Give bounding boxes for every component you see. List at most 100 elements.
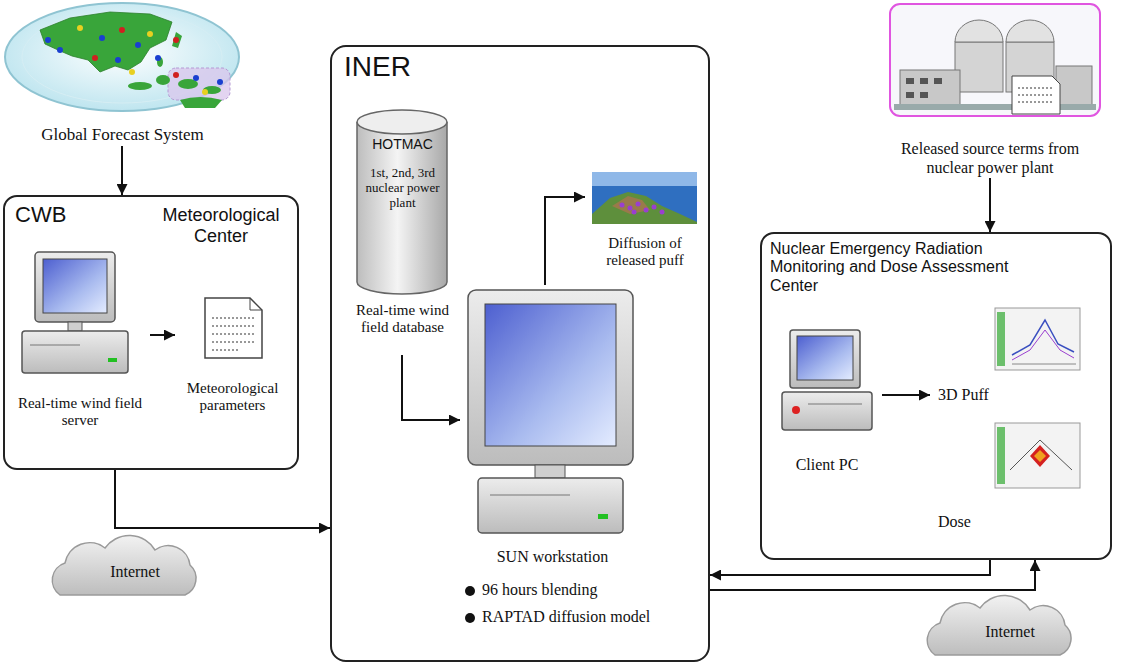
puff-chart: 3D Puff bbox=[930, 305, 1100, 405]
globe-map bbox=[180, 97, 222, 108]
server-computer: Real-time wind field server bbox=[10, 245, 150, 430]
flow-arrow bbox=[989, 178, 991, 232]
bullet-dot bbox=[465, 586, 475, 596]
power-plant-picture bbox=[906, 78, 914, 84]
power-plant-picture bbox=[1056, 66, 1092, 106]
client-computer-icon bbox=[797, 336, 853, 380]
database-cylinder-text: 1st, 2nd, 3rd nuclear power plant bbox=[357, 166, 448, 211]
station-dot bbox=[92, 55, 98, 61]
client-computer-icon bbox=[790, 330, 860, 388]
station-dot bbox=[57, 47, 63, 53]
flow-arrow bbox=[150, 334, 175, 336]
diffusion-picture bbox=[632, 210, 637, 215]
diffusion-picture bbox=[592, 172, 697, 224]
server-computer-text: Real-time wind field server bbox=[14, 395, 146, 430]
flow-arrow bbox=[121, 146, 123, 195]
workstation-icon bbox=[485, 304, 616, 446]
puff-chart-picture bbox=[995, 308, 1080, 370]
power-plant-picture bbox=[920, 92, 928, 98]
station-dot bbox=[115, 57, 121, 63]
database-cylinder-text: HOTMAC bbox=[345, 136, 460, 152]
internet-cloud: Internet bbox=[40, 540, 230, 605]
database-cylinder-text: Real-time wind field database bbox=[345, 302, 460, 337]
flow-arrow bbox=[402, 355, 460, 420]
power-plant-picture bbox=[1018, 88, 1054, 89]
client-computer-icon bbox=[792, 406, 800, 414]
power-plant-picture bbox=[1018, 102, 1054, 103]
station-dot bbox=[173, 37, 179, 43]
document-icon bbox=[212, 326, 254, 327]
workstation-computer: SUN workstation bbox=[460, 285, 645, 567]
flow-arrow bbox=[882, 394, 930, 396]
server-computer-icon bbox=[68, 322, 82, 331]
forecast-globe: Global Forecast System bbox=[0, 0, 245, 146]
power-plant-picture bbox=[894, 104, 1096, 110]
globe-map bbox=[128, 82, 152, 90]
server-computer-icon bbox=[30, 345, 80, 346]
power-plant-picture bbox=[1006, 20, 1054, 42]
forecast-globe-text: Global Forecast System bbox=[41, 125, 203, 145]
server-computer-icon bbox=[35, 252, 115, 322]
power-plant-picture bbox=[1018, 88, 1054, 102]
station-dot bbox=[217, 79, 223, 85]
power-plant-picture bbox=[1012, 76, 1060, 114]
power-plant-picture bbox=[906, 78, 942, 98]
power-plant-picture bbox=[900, 70, 960, 106]
station-dot bbox=[119, 27, 125, 33]
workstation-computer-text: SUN workstation bbox=[497, 548, 609, 566]
center-box-text: Nuclear Emergency Radiation Monitoring a… bbox=[770, 240, 1025, 295]
power-plant-picture bbox=[890, 4, 1100, 116]
station-dot bbox=[99, 35, 105, 41]
diffusion-picture bbox=[612, 196, 650, 214]
globe-map bbox=[156, 75, 170, 85]
internet-cloud-text: Internet bbox=[985, 623, 1035, 641]
dose-chart-picture bbox=[1030, 445, 1050, 467]
client-computer-icon bbox=[808, 404, 862, 405]
document-icon bbox=[250, 298, 262, 310]
workstation-icon bbox=[490, 495, 570, 496]
power-plant-picture bbox=[955, 20, 1003, 42]
workstation-icon bbox=[478, 478, 623, 533]
globe-map bbox=[5, 3, 239, 111]
document-icon bbox=[212, 342, 254, 343]
puff-chart-picture bbox=[1012, 320, 1074, 355]
flow-arrow bbox=[545, 197, 585, 285]
center-box-text: CWB bbox=[15, 202, 95, 227]
server-computer-icon bbox=[22, 331, 128, 373]
power-plant-picture bbox=[920, 78, 928, 84]
client-computer: Client PC bbox=[772, 325, 882, 475]
diffusion-picture bbox=[628, 206, 633, 211]
database-cylinder-shape bbox=[357, 110, 447, 134]
puff-image-text: Diffusion of released puff bbox=[589, 235, 701, 270]
power-plant-picture bbox=[1018, 95, 1054, 96]
dose-chart-picture bbox=[995, 423, 1080, 488]
station-dot bbox=[77, 25, 83, 31]
diffusion-picture bbox=[592, 172, 697, 224]
internet-cloud: Internet bbox=[915, 600, 1105, 665]
power-plant-picture-text: Released source terms from nuclear power… bbox=[898, 140, 1083, 177]
puff-chart-picture bbox=[1012, 364, 1076, 365]
dose-chart-picture bbox=[1034, 450, 1046, 462]
workstation-icon bbox=[598, 514, 608, 519]
power-plant-picture bbox=[890, 4, 1100, 116]
workstation-icon bbox=[535, 465, 565, 478]
dose-chart-picture bbox=[995, 423, 1080, 488]
workstation-icon bbox=[468, 290, 633, 533]
power-plant-picture bbox=[955, 42, 1003, 92]
document-icon bbox=[205, 298, 262, 358]
diffusion-picture bbox=[636, 202, 641, 207]
database-cylinder: HOTMAC 1st, 2nd, 3rd nuclear power plantR… bbox=[345, 110, 460, 355]
client-computer-text: Client PC bbox=[796, 456, 859, 474]
diffusion-picture bbox=[592, 172, 697, 186]
document-icon-text: Meteorological parameters bbox=[179, 380, 286, 415]
document-icon bbox=[212, 318, 254, 350]
globe-map bbox=[203, 86, 221, 94]
internet-cloud-shape bbox=[52, 536, 1071, 655]
flow-arrow bbox=[710, 560, 990, 575]
station-dot bbox=[135, 42, 141, 48]
station-dot bbox=[173, 72, 179, 78]
center-box-text: INER bbox=[344, 51, 444, 83]
internet-cloud-shape bbox=[927, 596, 1071, 655]
puff-chart-picture bbox=[997, 312, 1005, 366]
